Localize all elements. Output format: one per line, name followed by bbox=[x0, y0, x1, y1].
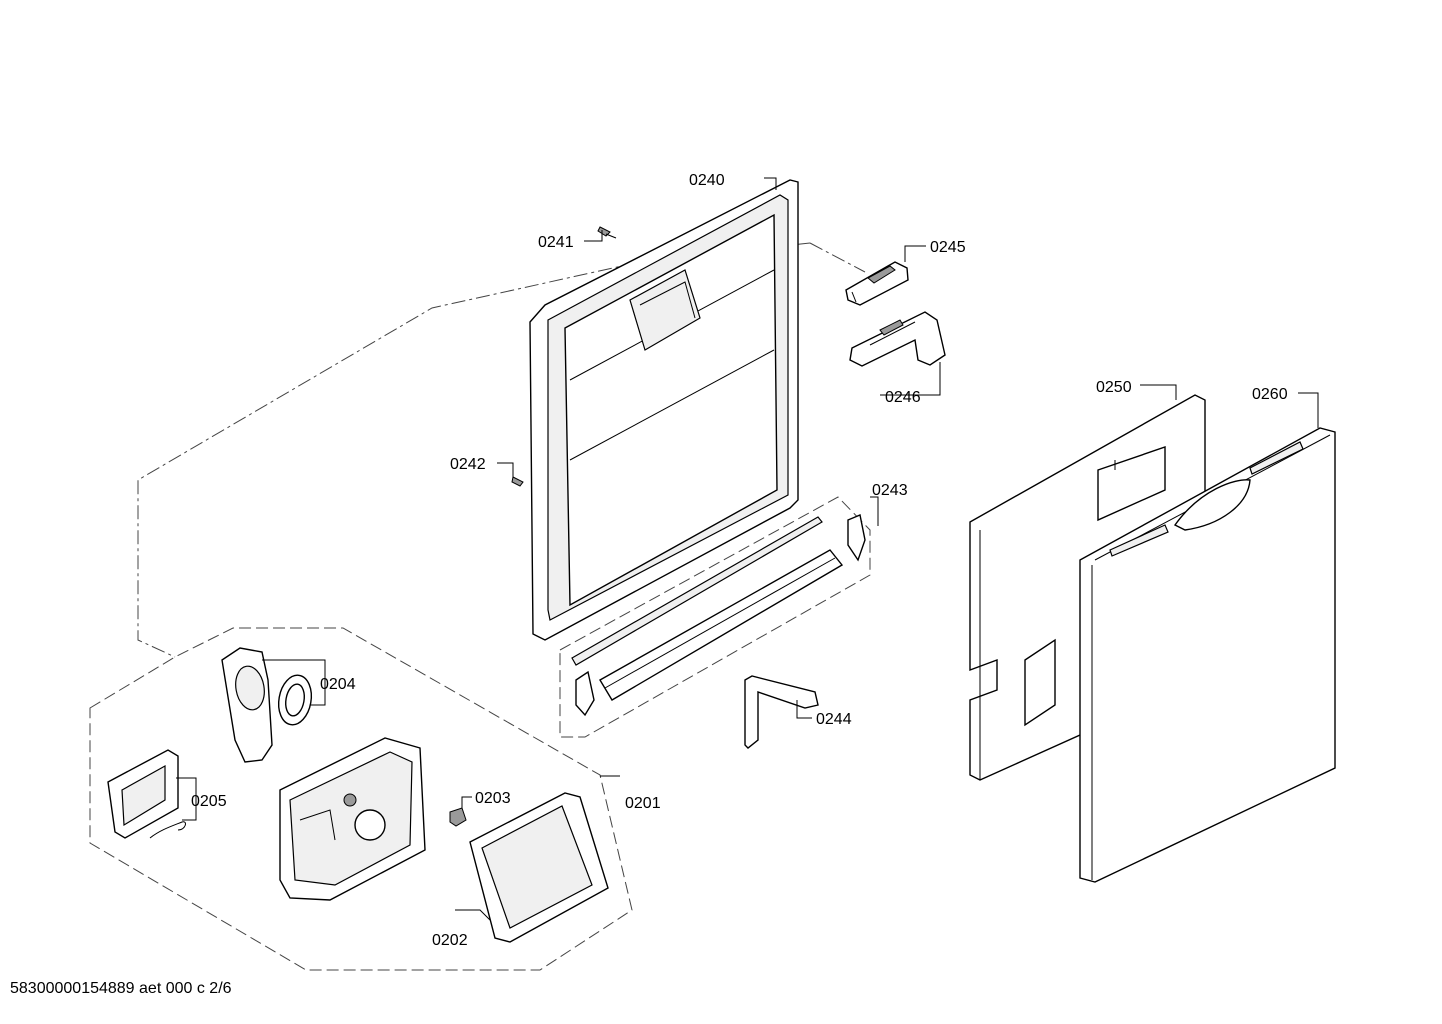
cover-part-0204 bbox=[221, 647, 313, 763]
hinge-group-outline bbox=[559, 496, 871, 738]
label-0243: 0243 bbox=[872, 482, 908, 499]
hook-connector-line bbox=[809, 242, 866, 273]
label-0244: 0244 bbox=[816, 711, 852, 728]
frame-seal-0202 bbox=[469, 792, 609, 943]
label-0241: 0241 bbox=[538, 234, 574, 251]
label-0205: 0205 bbox=[191, 793, 227, 810]
switch-part-0205 bbox=[107, 749, 186, 839]
label-0250: 0250 bbox=[1096, 379, 1132, 396]
latch-bracket-0246 bbox=[849, 311, 946, 367]
latch-part-0245 bbox=[845, 261, 909, 306]
inner-door-frame bbox=[529, 179, 799, 641]
front-panel-0260 bbox=[1079, 427, 1336, 883]
control-module-group-outline bbox=[89, 627, 633, 971]
door-assembly-group-outline bbox=[137, 242, 811, 658]
label-0245: 0245 bbox=[930, 239, 966, 256]
screw-0241 bbox=[597, 226, 617, 239]
label-0203: 0203 bbox=[475, 790, 511, 807]
control-module-0201 bbox=[279, 737, 426, 901]
label-0240: 0240 bbox=[689, 172, 725, 189]
document-footer-id: 58300000154889 aet 000 c 2/6 bbox=[10, 980, 232, 997]
label-0201: 0201 bbox=[625, 795, 661, 812]
label-0260: 0260 bbox=[1252, 386, 1288, 403]
screw-0242 bbox=[511, 476, 524, 487]
hinge-bracket-0244 bbox=[744, 675, 819, 749]
label-0246: 0246 bbox=[885, 389, 921, 406]
hinge-rails-0243 bbox=[571, 514, 866, 717]
label-0202: 0202 bbox=[432, 932, 468, 949]
label-0242: 0242 bbox=[450, 456, 486, 473]
knob-0203 bbox=[449, 807, 467, 827]
leader-lines bbox=[176, 177, 1319, 921]
label-0204: 0204 bbox=[320, 676, 356, 693]
